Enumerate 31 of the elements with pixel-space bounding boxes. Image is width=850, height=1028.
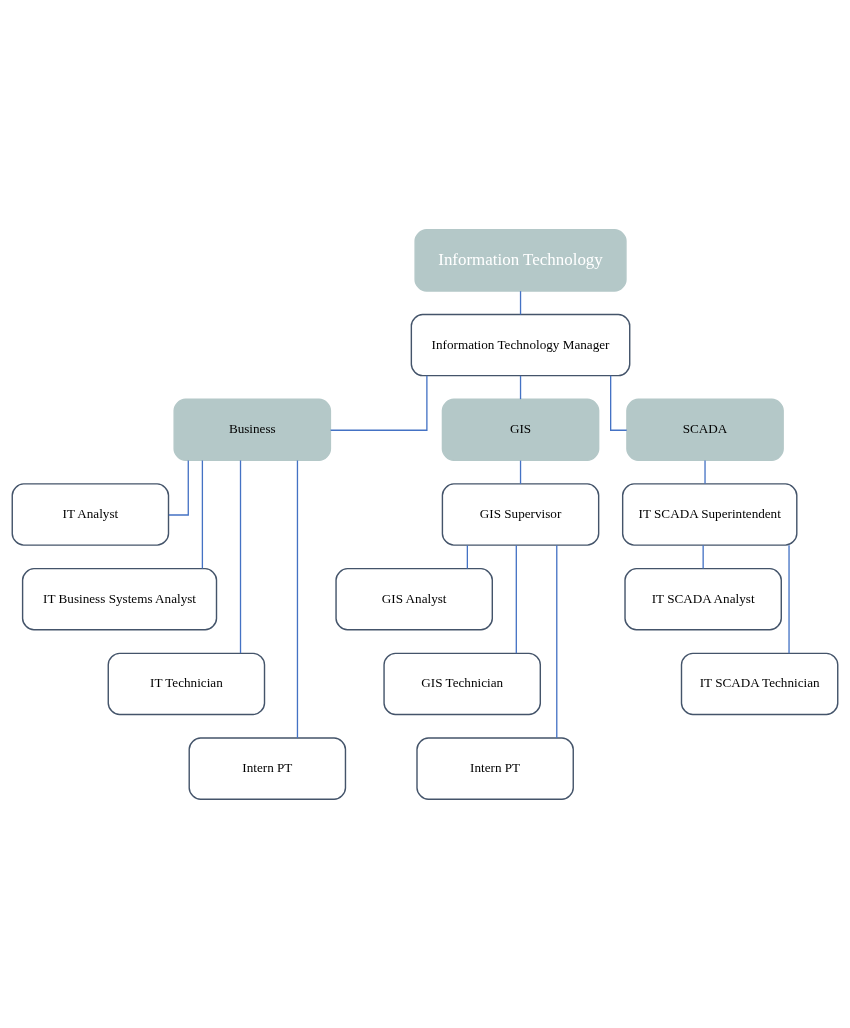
node-box: IT SCADA Analyst [624,567,782,630]
connector [702,544,704,569]
connector [704,459,706,484]
connector [239,459,242,654]
connector [329,374,428,431]
connector [296,459,299,739]
node-box: GIS Supervisor [441,482,600,546]
node-box: Intern PT [188,736,347,800]
node-box: IT SCADA Superintendent [621,482,798,546]
node-box: Information Technology Manager [410,313,631,376]
node-box: IT Business Systems Analyst [21,567,218,630]
node-box: GIS Technician [383,652,541,715]
connector [466,544,469,569]
node-box: GIS [441,398,600,461]
node-box: Intern PT [416,736,574,800]
connector [556,544,558,739]
node-box: SCADA [626,398,784,461]
node-box: IT SCADA Technician [680,652,839,715]
connector [610,374,628,431]
node-box: Business [173,398,332,461]
node-box: GIS Analyst [335,567,493,630]
node-box: IT Analyst [11,482,170,546]
connector [519,459,522,484]
connector [519,290,522,315]
node-box: Information Technology [414,228,627,292]
connector [515,544,517,654]
connector [168,459,189,516]
node-box: IT Technician [107,652,266,715]
connector [201,459,204,569]
connector [519,374,522,400]
connector [788,544,790,654]
